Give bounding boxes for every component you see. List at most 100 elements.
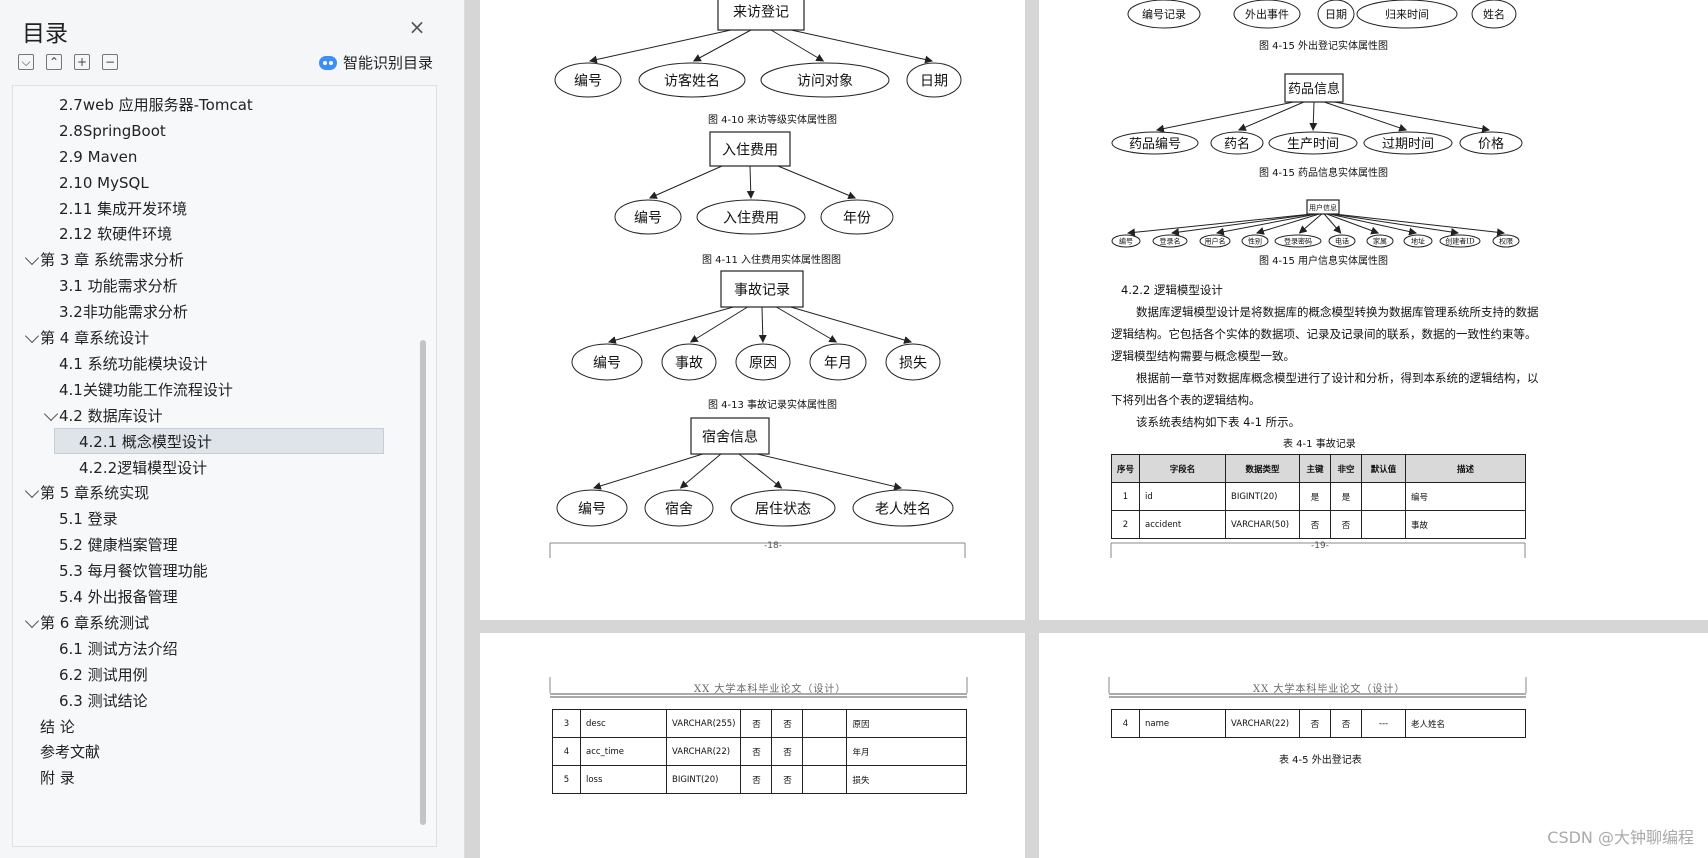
- chevron-down-icon[interactable]: [24, 251, 40, 266]
- attribute-ellipse: [820, 199, 894, 235]
- attribute-label: 性别: [1248, 237, 1262, 246]
- para-1b: 逻辑结构。它包括各个实体的数据项、记录及记录间的联系，数据的一致性约束等。: [1111, 327, 1537, 341]
- attribute-label: 损失: [899, 355, 927, 371]
- table-cell: name: [1139, 709, 1226, 738]
- relation-arrow: [1126, 213, 1312, 237]
- toc-item-label: 6.1 测试方法介绍: [59, 639, 178, 658]
- table-4-5-title: 表 4-5 外出登记表: [1279, 755, 1362, 766]
- toc-item[interactable]: 4.2.1 概念模型设计: [54, 427, 384, 454]
- smart-toc-button[interactable]: 智能识别目录: [318, 52, 433, 73]
- toc-item[interactable]: 5.2 健康档案管理: [13, 532, 178, 558]
- expand-all-icon[interactable]: ⌵: [18, 54, 34, 70]
- toc-scrollbar[interactable]: [420, 340, 426, 825]
- toc-item[interactable]: 5.1 登录: [13, 506, 118, 532]
- toc-item[interactable]: 6.3 测试结论: [13, 688, 148, 714]
- toc-item-label: 附 录: [40, 769, 75, 788]
- table-cell: 原因: [846, 709, 967, 738]
- relation-arrow: [689, 306, 748, 343]
- toc-item[interactable]: 第 5 章系统实现: [13, 480, 149, 506]
- table-cell: ---: [1361, 709, 1406, 738]
- chevron-down-icon[interactable]: [24, 613, 40, 628]
- table-header-cell: 数据类型: [1225, 454, 1300, 483]
- toc-item[interactable]: 4.2 数据库设计: [13, 403, 163, 429]
- table-cell: 否: [740, 737, 773, 766]
- toc-item[interactable]: 5.4 外出报备管理: [13, 584, 178, 610]
- attribute-ellipse: [1439, 234, 1481, 248]
- toc-item-label: 6.2 测试用例: [59, 665, 148, 684]
- toc-item[interactable]: 6.2 测试用例: [13, 662, 148, 688]
- page-number: -19-: [1311, 541, 1329, 551]
- toc-item[interactable]: 参考文献: [13, 739, 100, 765]
- toc-item[interactable]: 结 论: [13, 714, 75, 740]
- fig-4-11-caption: 图 4-11 入住费用实体属性图图: [702, 255, 842, 266]
- smart-ai-icon: [318, 55, 337, 70]
- entity-label: 用户信息: [1309, 203, 1337, 212]
- toc-item[interactable]: 5.3 每月餐饮管理功能: [13, 558, 208, 584]
- table-header-cell: 非空: [1330, 454, 1362, 483]
- collapse-all-icon[interactable]: ⌃: [46, 54, 62, 70]
- toc-item-label: 2.11 集成开发环境: [59, 199, 188, 218]
- toc-item[interactable]: 2.10 MySQL: [13, 170, 149, 196]
- page-header: XX 大学本科毕业论文（设计）: [1253, 684, 1406, 695]
- table-header-cell: 字段名: [1139, 454, 1226, 483]
- attribute-ellipse: [1152, 234, 1188, 248]
- close-icon[interactable]: ×: [408, 15, 426, 39]
- toc-item-label: 参考文献: [40, 743, 101, 762]
- toc-item[interactable]: 附 录: [13, 765, 75, 791]
- add-entry-icon[interactable]: +: [74, 54, 90, 70]
- toc-item[interactable]: 第 6 章系统测试: [13, 610, 149, 636]
- toc-item[interactable]: 2.9 Maven: [13, 144, 137, 170]
- table-cell: 否: [740, 765, 773, 794]
- toc-item[interactable]: 2.12 软硬件环境: [13, 221, 172, 247]
- remove-entry-icon[interactable]: −: [102, 54, 118, 70]
- toc-item-label: 4.2 数据库设计: [59, 406, 163, 425]
- table-header-row: 序号字段名数据类型主键非空默认值描述: [1111, 454, 1526, 483]
- relation-arrow: [1334, 101, 1491, 133]
- attribute-ellipse: [1233, 0, 1301, 29]
- fig-4-15-outing-caption: 图 4-15 外出登记实体属性图: [1259, 41, 1389, 52]
- table-cell: 编号: [1405, 482, 1526, 511]
- attribute-ellipse: [614, 199, 682, 235]
- toc-item[interactable]: 2.6 ···: [13, 86, 102, 92]
- attribute-ellipse: [1328, 234, 1356, 248]
- attribute-ellipse: [1199, 234, 1231, 248]
- chevron-down-icon[interactable]: [43, 406, 59, 421]
- table-cell: 4: [1111, 709, 1140, 738]
- toc-item[interactable]: 3.1 功能需求分析: [13, 273, 178, 299]
- toc-item[interactable]: 2.11 集成开发环境: [13, 196, 187, 222]
- chevron-down-icon[interactable]: [24, 484, 40, 499]
- table-cell: BIGINT(20): [665, 765, 742, 794]
- attribute-ellipse: [809, 343, 867, 381]
- attribute-label: 居住状态: [755, 501, 811, 517]
- entity-box: [1306, 199, 1340, 215]
- page-header: XX 大学本科毕业论文（设计）: [694, 684, 847, 695]
- attribute-label: 过期时间: [1382, 137, 1434, 152]
- toc-item[interactable]: 4.2.2逻辑模型设计: [13, 455, 207, 481]
- toc-item-label: 第 4 章系统设计: [40, 329, 150, 347]
- relation-arrow: [746, 165, 755, 199]
- toc-item[interactable]: 第 4 章系统设计: [13, 325, 149, 351]
- attribute-label: 归来时间: [1385, 7, 1429, 21]
- chevron-down-icon[interactable]: [24, 328, 40, 344]
- toc-item[interactable]: 4.1关键功能工作流程设计: [13, 377, 233, 403]
- attribute-label: 原因: [749, 355, 777, 371]
- toc-item[interactable]: 4.1 系统功能模块设计: [13, 351, 208, 377]
- attribute-label: 编号: [578, 501, 606, 517]
- table-cell: VARCHAR(22): [665, 737, 742, 766]
- attribute-label: 宿舍: [665, 500, 693, 517]
- table-cell: [1361, 482, 1406, 511]
- attribute-label: 登录密码: [1284, 237, 1312, 246]
- toc-item[interactable]: 2.7web 应用服务器-Tomcat: [13, 92, 253, 118]
- attribute-label: 创建者ID: [1445, 237, 1475, 246]
- toc-item[interactable]: 第 3 章 系统需求分析: [13, 247, 184, 273]
- table-cell: [802, 765, 848, 794]
- toc-item[interactable]: 3.2非功能需求分析: [13, 299, 188, 325]
- relation-arrow: [1329, 213, 1418, 236]
- table-cell: 1: [1111, 482, 1140, 511]
- toc-item[interactable]: 2.8SpringBoot: [13, 118, 166, 144]
- toc-item[interactable]: 6.1 测试方法介绍: [13, 636, 178, 662]
- entity-label: 药品信息: [1288, 81, 1340, 97]
- toc-item-label: 2.10 MySQL: [59, 173, 149, 192]
- toc-item-label: 2.7web 应用服务器-Tomcat: [59, 95, 253, 114]
- table-cell: 4: [552, 737, 581, 766]
